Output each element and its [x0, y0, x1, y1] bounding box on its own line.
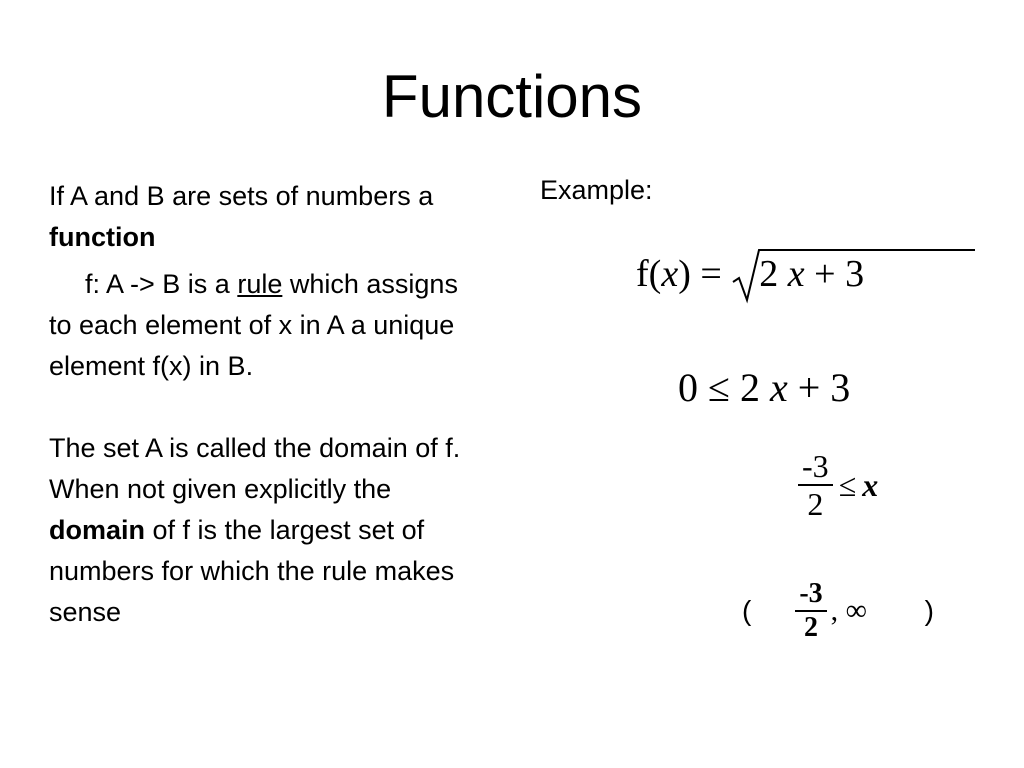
math-text: f(	[636, 253, 662, 295]
domain-interval: ( -3 2 , ∞ )	[742, 578, 934, 644]
equation-bound: -3 2 ≤ x	[798, 448, 878, 522]
math-variable: x	[862, 466, 879, 503]
radicand: 2 x + 3	[759, 244, 864, 304]
text-run: The set A is called the domain of f. Whe…	[49, 433, 461, 504]
math-variable: x	[769, 365, 788, 410]
math-text: + 3	[787, 365, 851, 410]
fraction-denominator: 2	[807, 486, 824, 522]
text-run: of f is the largest set of numbers for w…	[49, 515, 455, 627]
math-relation: ≤	[838, 466, 857, 503]
text-run: which assigns to each element of x in A …	[49, 269, 458, 381]
radical-sign-icon	[732, 249, 976, 304]
text-run: f: A -> B is a	[85, 269, 238, 299]
equation-function-definition: f(x) = 2 x + 3	[636, 244, 976, 304]
fraction-numerator: -3	[802, 448, 829, 484]
fraction-denominator: 2	[803, 612, 818, 643]
bold-term-domain: domain	[49, 515, 146, 545]
underlined-term-rule: rule	[237, 269, 283, 299]
fraction-numerator: -3	[799, 578, 823, 609]
equation-inequality: 0 ≤ 2 x + 3	[678, 360, 850, 416]
paragraph-function-intro: If A and B are sets of numbers a functio…	[49, 176, 479, 258]
paragraph-domain: The set A is called the domain of f. Whe…	[49, 428, 479, 633]
math-text: + 3	[804, 253, 865, 295]
math-variable: x	[787, 253, 805, 295]
text-run: If A and B are sets of numbers a	[49, 181, 434, 211]
math-text: 2	[759, 253, 788, 295]
square-root: 2 x + 3	[731, 244, 976, 304]
fraction-bar	[795, 610, 827, 612]
definition-text: If A and B are sets of numbers a functio…	[49, 176, 479, 633]
fraction: -3 2	[795, 578, 827, 644]
math-text: ) =	[678, 253, 732, 295]
slide-title: Functions	[381, 63, 643, 130]
example-label: Example:	[540, 175, 653, 205]
paragraph-rule: f: A -> B is a rule which assigns to eac…	[49, 264, 479, 387]
open-paren: (	[742, 595, 752, 626]
close-paren: )	[924, 595, 934, 626]
bold-term-function: function	[49, 222, 156, 252]
math-variable: x	[661, 253, 679, 295]
interval-upper-bound: , ∞	[830, 594, 868, 627]
fraction: -3 2	[798, 448, 833, 522]
math-text: 0 ≤ 2	[678, 365, 770, 410]
fraction-bar	[798, 484, 833, 486]
